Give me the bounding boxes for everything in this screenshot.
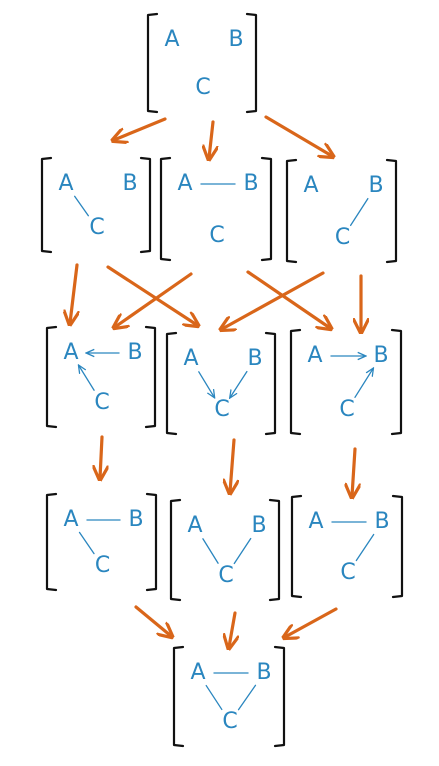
letter-b: B: [251, 513, 266, 538]
letter-b: B: [256, 660, 271, 685]
transition-arrow-top-to-row1-left: [114, 117, 167, 140]
right-bracket: [385, 158, 398, 264]
lattice-node-row2-center: A B C: [165, 331, 277, 436]
left-bracket: [289, 328, 302, 436]
edge-c-a: [79, 366, 95, 391]
letter-b: B: [122, 171, 137, 196]
letter-c: C: [222, 709, 237, 734]
transition-arrow-row3-right-to-bottom: [285, 607, 338, 637]
lattice-node-row2-right: A B C: [289, 328, 403, 436]
edge-b-c: [355, 533, 375, 562]
right-bracket: [144, 325, 157, 429]
right-bracket: [391, 494, 404, 599]
letter-b: B: [128, 507, 143, 532]
letter-c: C: [335, 225, 350, 250]
edge-b-c: [349, 197, 369, 227]
transition-arrow-row1-left-to-row2-left: [70, 263, 77, 323]
left-bracket: [172, 645, 185, 748]
left-bracket: [45, 492, 58, 592]
letter-b: B: [247, 346, 262, 371]
letter-b: B: [373, 343, 388, 368]
left-bracket: [159, 156, 172, 262]
letter-b: B: [368, 173, 383, 198]
right-bracket: [268, 498, 281, 602]
letter-a: A: [187, 513, 202, 538]
edge-a-c: [205, 684, 223, 711]
lattice-node-bottom: A BC: [172, 645, 286, 748]
left-bracket: [146, 12, 159, 114]
letter-c: C: [214, 397, 229, 422]
letter-c: C: [339, 397, 354, 422]
letter-c: C: [94, 390, 109, 415]
right-bracket: [264, 331, 277, 436]
lattice-node-row2-left: A BC: [45, 325, 157, 429]
edge-a-c: [78, 531, 95, 555]
letter-c: C: [195, 75, 210, 100]
edge-a-c: [73, 195, 90, 217]
left-bracket: [285, 158, 298, 264]
right-bracket: [260, 156, 273, 262]
lattice-node-row3-center: A BC: [169, 498, 281, 602]
right-bracket: [245, 12, 258, 114]
left-bracket: [169, 498, 182, 602]
lattice-node-row1-right: A B C: [285, 158, 398, 264]
transition-arrow-row1-center-to-row2-left: [115, 272, 193, 327]
letter-a: A: [63, 507, 78, 532]
edge-a-c: [202, 538, 219, 564]
edge-b-c: [237, 684, 257, 711]
edge-b-c: [233, 537, 252, 565]
right-bracket: [273, 645, 286, 748]
right-bracket: [139, 156, 152, 254]
right-bracket: [145, 492, 158, 592]
edge-c-b: [354, 369, 373, 398]
letter-c: C: [218, 563, 233, 588]
letter-c: C: [340, 560, 355, 585]
letter-a: A: [63, 340, 78, 365]
transition-arrow-top-to-row1-center: [209, 120, 213, 158]
letter-a: A: [164, 27, 179, 52]
edge-a-c: [198, 371, 214, 397]
transition-arrow-row2-center-to-row3-center: [230, 438, 234, 492]
letter-a: A: [307, 343, 322, 368]
transition-arrow-row1-left-to-row2-center: [106, 265, 197, 325]
transition-arrow-row1-center-to-row2-right: [246, 270, 330, 328]
transition-arrow-top-to-row1-right: [264, 115, 332, 156]
transition-arrow-row2-left-to-row3-left: [100, 435, 102, 478]
letter-c: C: [89, 215, 104, 240]
lattice-node-row3-left: A BC: [45, 492, 158, 592]
lattice-node-row1-left: A BC: [40, 156, 152, 254]
transition-arrow-row3-left-to-bottom: [134, 605, 171, 636]
right-bracket: [390, 328, 403, 436]
letter-a: A: [58, 171, 73, 196]
letter-a: A: [303, 173, 318, 198]
transitions-layer: [70, 115, 361, 647]
letter-b: B: [228, 27, 243, 52]
letter-a: A: [308, 509, 323, 534]
left-bracket: [165, 331, 178, 436]
letter-b: B: [243, 171, 258, 196]
letter-a: A: [177, 171, 192, 196]
left-bracket: [40, 156, 53, 254]
letter-c: C: [95, 553, 110, 578]
left-bracket: [290, 494, 303, 599]
letter-b: B: [374, 509, 389, 534]
letter-b: B: [127, 340, 142, 365]
transition-arrow-row2-right-to-row3-right: [352, 447, 355, 496]
lattice-node-top: A BC: [146, 12, 258, 114]
left-bracket: [45, 325, 58, 429]
letter-a: A: [183, 346, 198, 371]
transition-arrow-row1-right-to-row2-center: [222, 271, 325, 329]
letter-a: A: [190, 660, 205, 685]
lattice-node-row1-center: A B C: [159, 156, 273, 262]
transition-arrow-row3-center-to-bottom: [229, 611, 235, 647]
letter-c: C: [209, 223, 224, 248]
lattice-node-row3-right: A B C: [290, 494, 404, 599]
edge-b-c: [230, 370, 248, 398]
